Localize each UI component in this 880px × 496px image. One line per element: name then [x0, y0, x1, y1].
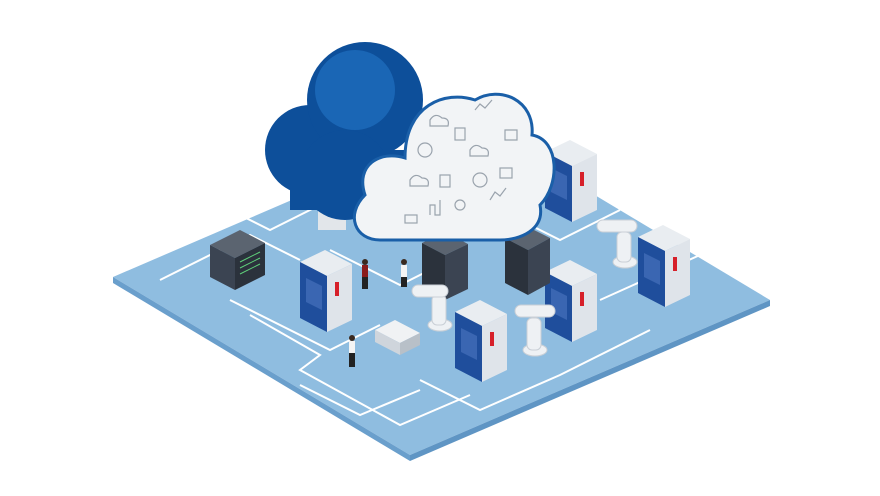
industrial-cabinet	[545, 260, 597, 342]
cloud	[265, 42, 556, 242]
cloud-icons	[404, 99, 518, 224]
printer-machine	[375, 320, 420, 355]
robot-arm	[411, 219, 638, 357]
conveyor-paths	[159, 204, 721, 427]
industrial-cabinet	[638, 225, 690, 307]
worker-figure	[349, 259, 407, 367]
industrial-cabinet	[455, 300, 507, 382]
server-rack-left	[210, 230, 265, 290]
industrial-cabinet	[300, 250, 352, 332]
